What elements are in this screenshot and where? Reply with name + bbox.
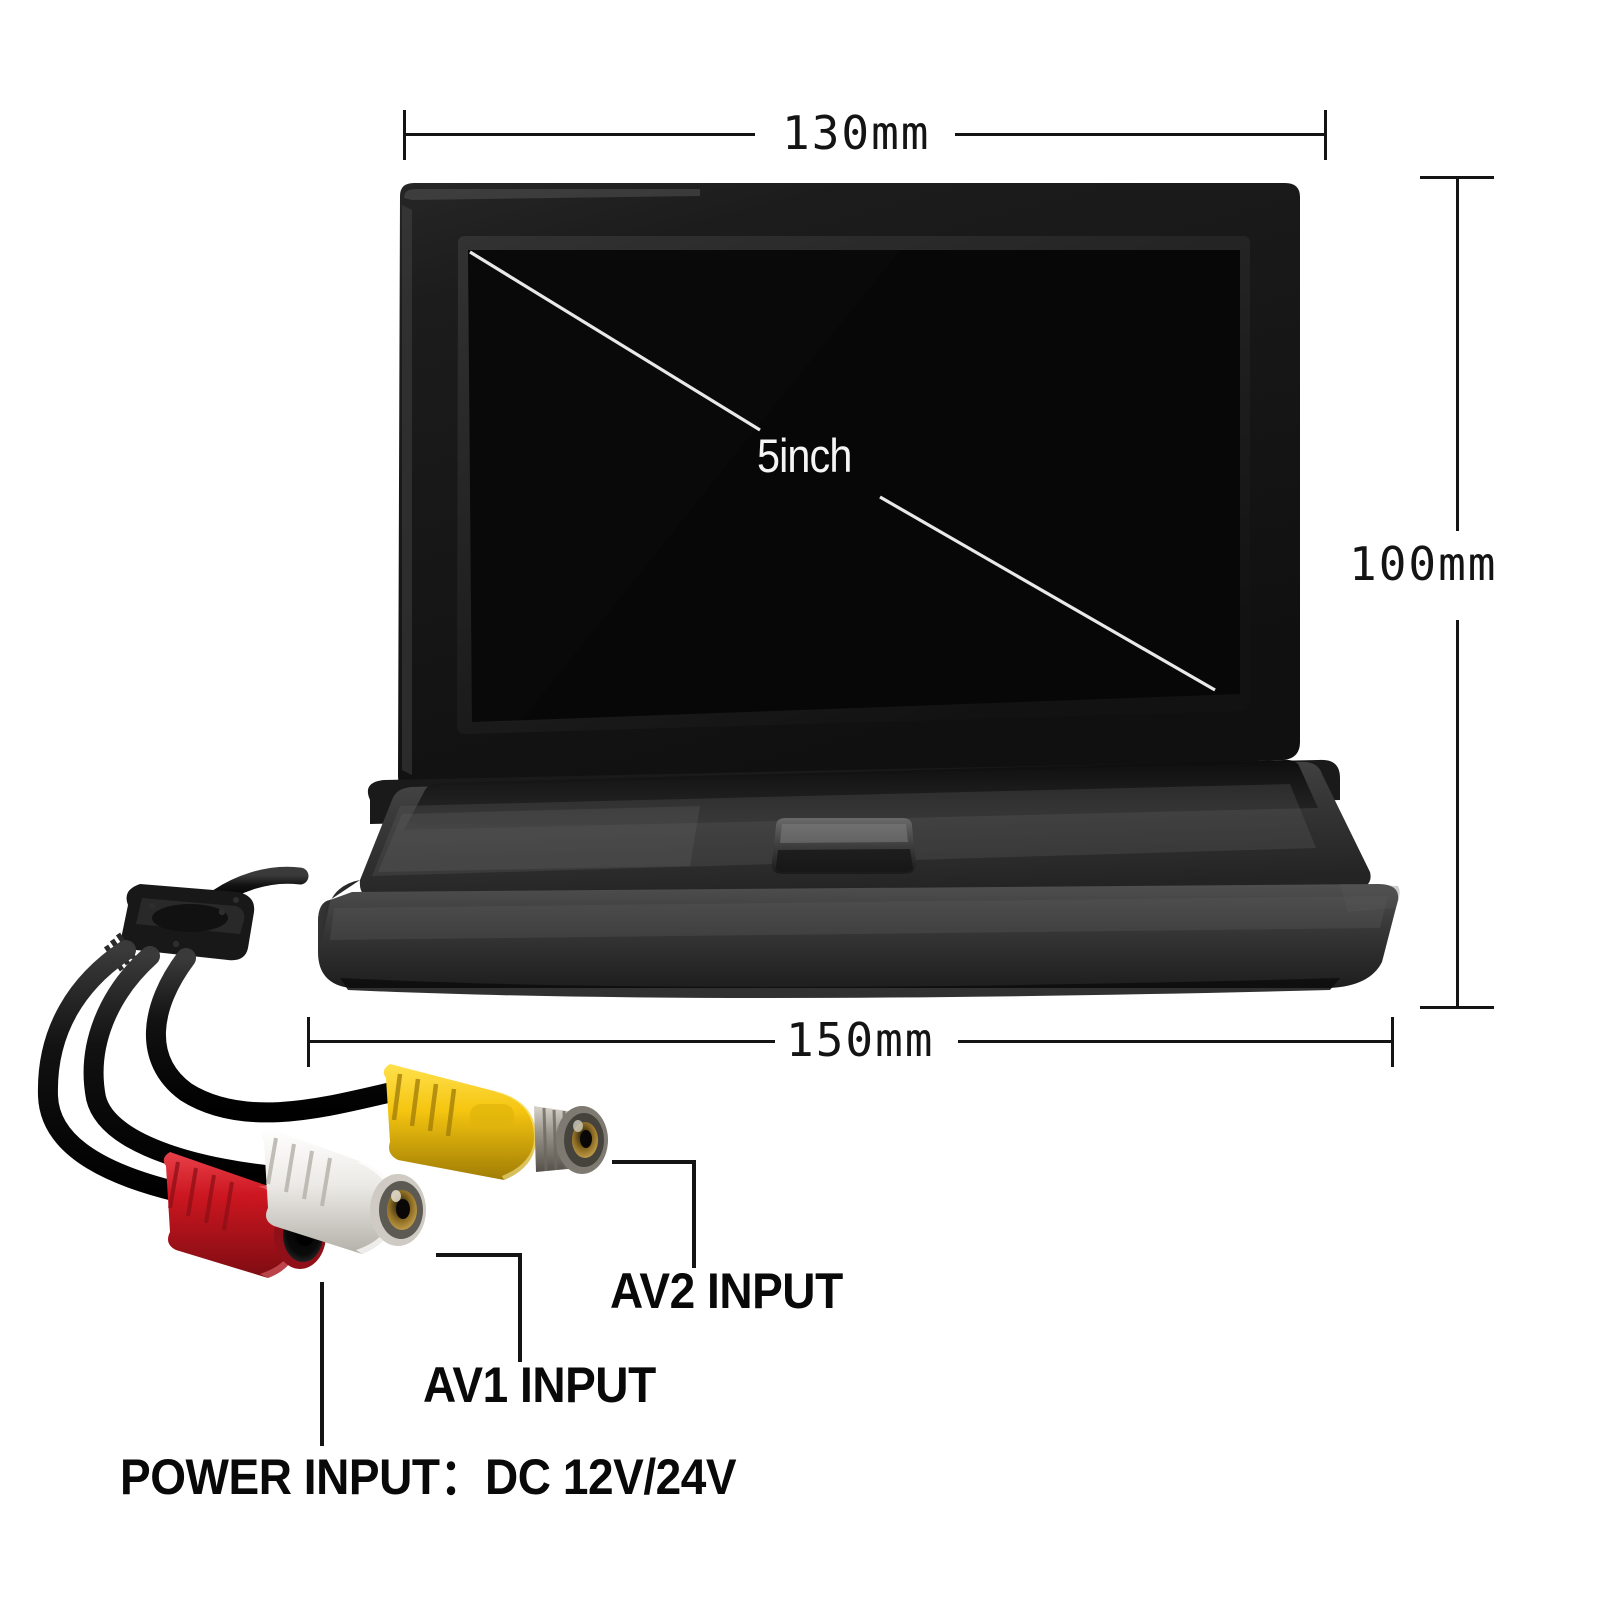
- connector-av2-rca: [383, 1064, 608, 1180]
- dimension-label-width-top: 130mm: [782, 106, 931, 160]
- leader-av1: [436, 1253, 522, 1362]
- dim-line-left-segment: [307, 1040, 775, 1043]
- dim-tick-right: [1391, 1017, 1394, 1067]
- dim-tick-right: [1324, 110, 1327, 160]
- fold-latch-button: [771, 818, 917, 874]
- connector-power-jack: [163, 1152, 326, 1278]
- monitor-panel: [398, 183, 1300, 791]
- dim-line-upper-segment: [1456, 176, 1459, 531]
- leader-av2: [612, 1160, 696, 1268]
- connector-av1-rca: [261, 1128, 426, 1254]
- dimension-label-width-bottom: 150mm: [786, 1013, 935, 1067]
- callout-label-av1: AV1 INPUT: [423, 1357, 656, 1413]
- dim-line-left-segment: [403, 133, 755, 136]
- dim-tick-bottom: [1420, 1006, 1494, 1009]
- dim-line-lower-segment: [1456, 620, 1459, 1008]
- callout-label-power: POWER INPUT：DC 12V/24V: [120, 1449, 737, 1505]
- cable-splitter-block: [121, 884, 255, 961]
- cable-harness: [37, 866, 402, 1202]
- dimension-label-height-right: 100mm: [1349, 537, 1498, 591]
- screen-size-label: 5inch: [757, 429, 852, 482]
- dim-line-right-segment: [958, 1040, 1394, 1043]
- monitor-base: [318, 759, 1400, 998]
- dim-line-right-segment: [955, 133, 1327, 136]
- callout-label-av2: AV2 INPUT: [610, 1263, 843, 1319]
